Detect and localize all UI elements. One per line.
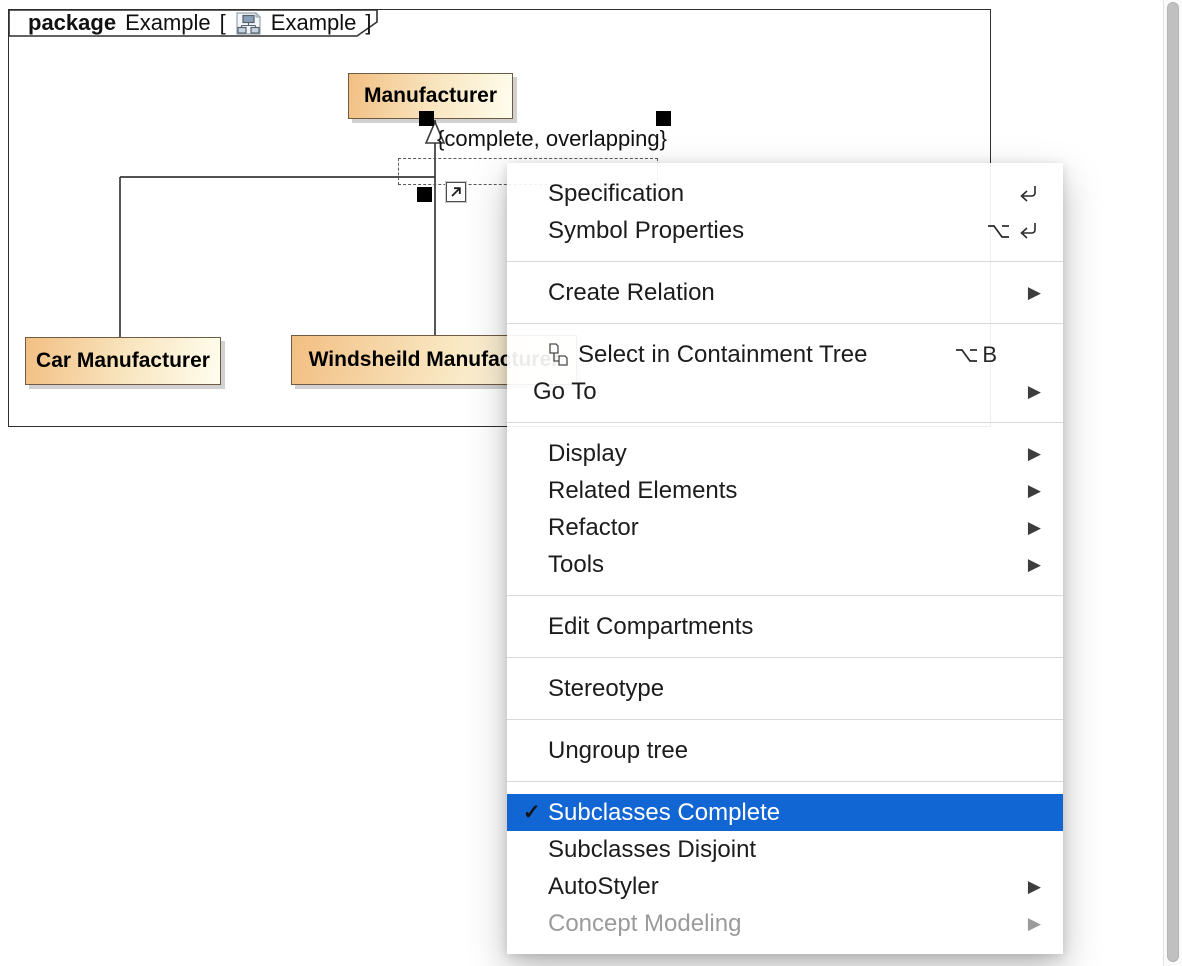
menu-item-specification[interactable]: Specification: [507, 175, 1063, 212]
submenu-arrow-icon: ▶: [1027, 444, 1041, 463]
menu-item-label: Symbol Properties: [548, 216, 745, 244]
selection-handle[interactable]: [656, 111, 671, 126]
shortcut-option-b: B: [954, 341, 997, 368]
menu-group: Stereotype: [507, 658, 1063, 719]
class-diagram-icon: [235, 11, 262, 35]
menu-item-label: Subclasses Disjoint: [548, 835, 757, 863]
menu-group: Display ▶ Related Elements ▶ Refactor ▶ …: [507, 423, 1063, 595]
menu-item-label: Subclasses Complete: [548, 798, 781, 826]
menu-item-label: Edit Compartments: [548, 612, 754, 640]
menu-item-ungroup-tree[interactable]: Ungroup tree: [507, 732, 1063, 769]
menu-item-label: Select in Containment Tree: [578, 340, 868, 368]
selection-handle[interactable]: [419, 111, 434, 126]
selection-handle[interactable]: [417, 187, 432, 202]
vertical-scrollbar-track[interactable]: [1163, 0, 1182, 966]
menu-item-label: Concept Modeling: [548, 909, 742, 937]
menu-item-label: Specification: [548, 179, 685, 207]
submenu-arrow-icon: ▶: [1027, 382, 1041, 401]
class-name: Windsheild Manufacturer: [308, 348, 560, 371]
menu-item-label: AutoStyler: [548, 872, 659, 900]
frame-close-bracket: ]: [365, 10, 372, 35]
menu-separator: [507, 422, 1063, 423]
menu-group: Edit Compartments: [507, 596, 1063, 657]
class-name: Manufacturer: [363, 84, 498, 107]
submenu-arrow-icon: ▶: [1027, 481, 1041, 500]
menu-item-subclasses-complete[interactable]: ✓ Subclasses Complete: [507, 794, 1063, 831]
menu-item-display[interactable]: Display ▶: [507, 435, 1063, 472]
link-smart-manipulator-icon[interactable]: [445, 181, 467, 203]
checkmark-icon: ✓: [523, 800, 541, 824]
menu-item-refactor[interactable]: Refactor ▶: [507, 509, 1063, 546]
submenu-arrow-icon: ▶: [1027, 518, 1041, 537]
return-key-icon: [1020, 186, 1036, 202]
frame-keyword: package: [28, 10, 117, 35]
menu-separator: [507, 323, 1063, 324]
menu-item-edit-compartments[interactable]: Edit Compartments: [507, 608, 1063, 645]
menu-item-create-relation[interactable]: Create Relation ▶: [507, 274, 1063, 311]
menu-item-subclasses-disjoint[interactable]: Subclasses Disjoint: [507, 831, 1063, 868]
menu-item-label: Refactor: [548, 513, 639, 541]
menu-separator: [507, 719, 1063, 720]
menu-item-autostyler[interactable]: AutoStyler ▶: [507, 868, 1063, 905]
shortcut-option-return: [986, 217, 1041, 244]
frame-package-name: Example: [125, 10, 211, 35]
frame-open-bracket: [: [219, 10, 226, 35]
menu-group: Ungroup tree: [507, 720, 1063, 781]
menu-item-label: Create Relation: [548, 278, 715, 306]
menu-item-select-in-containment-tree[interactable]: Select in Containment Tree B: [507, 336, 1063, 373]
menu-group: ✓ Subclasses Complete Subclasses Disjoin…: [507, 782, 1063, 954]
menu-item-stereotype[interactable]: Stereotype: [507, 670, 1063, 707]
menu-group: Create Relation ▶: [507, 262, 1063, 323]
option-key-icon: [988, 225, 1009, 238]
menu-item-go-to[interactable]: Go To ▶: [507, 373, 1063, 410]
context-menu: Specification Symbol Properties: [507, 163, 1063, 954]
menu-group: Select in Containment Tree B Go To ▶: [507, 324, 1063, 422]
frame-tab[interactable]: package Example [ Example ]: [28, 10, 372, 35]
menu-item-tools[interactable]: Tools ▶: [507, 546, 1063, 583]
shortcut-key-letter: B: [982, 341, 997, 367]
menu-separator: [507, 657, 1063, 658]
frame-tab-shape: [8, 9, 378, 37]
menu-item-label: Display: [548, 439, 627, 467]
menu-item-related-elements[interactable]: Related Elements ▶: [507, 472, 1063, 509]
menu-separator: [507, 261, 1063, 262]
generalization-constraint-label: {complete, overlapping}: [437, 126, 667, 151]
return-key-icon: [1020, 223, 1036, 239]
submenu-arrow-icon: ▶: [1027, 283, 1041, 302]
menu-separator: [507, 781, 1063, 782]
menu-item-symbol-properties[interactable]: Symbol Properties: [507, 212, 1063, 249]
class-car-manufacturer[interactable]: Car Manufacturer: [25, 337, 221, 385]
class-name: Car Manufacturer: [36, 349, 210, 372]
frame-diagram-name: Example: [270, 10, 357, 35]
submenu-arrow-icon: ▶: [1027, 877, 1041, 896]
containment-tree-icon: [548, 342, 569, 368]
menu-separator: [507, 595, 1063, 596]
menu-item-label: Tools: [548, 550, 605, 578]
menu-item-concept-modeling[interactable]: Concept Modeling ▶: [507, 905, 1063, 942]
menu-item-label: Ungroup tree: [548, 736, 689, 764]
option-key-icon: [956, 349, 978, 362]
submenu-arrow-icon: ▶: [1027, 914, 1041, 933]
vertical-scrollbar-thumb[interactable]: [1167, 2, 1179, 962]
submenu-arrow-icon: ▶: [1027, 555, 1041, 574]
menu-item-label: Related Elements: [548, 476, 738, 504]
shortcut-return: [1014, 180, 1041, 207]
menu-group: Specification Symbol Properties: [507, 163, 1063, 261]
menu-item-label: Go To: [533, 377, 597, 405]
menu-item-label: Stereotype: [548, 674, 665, 702]
